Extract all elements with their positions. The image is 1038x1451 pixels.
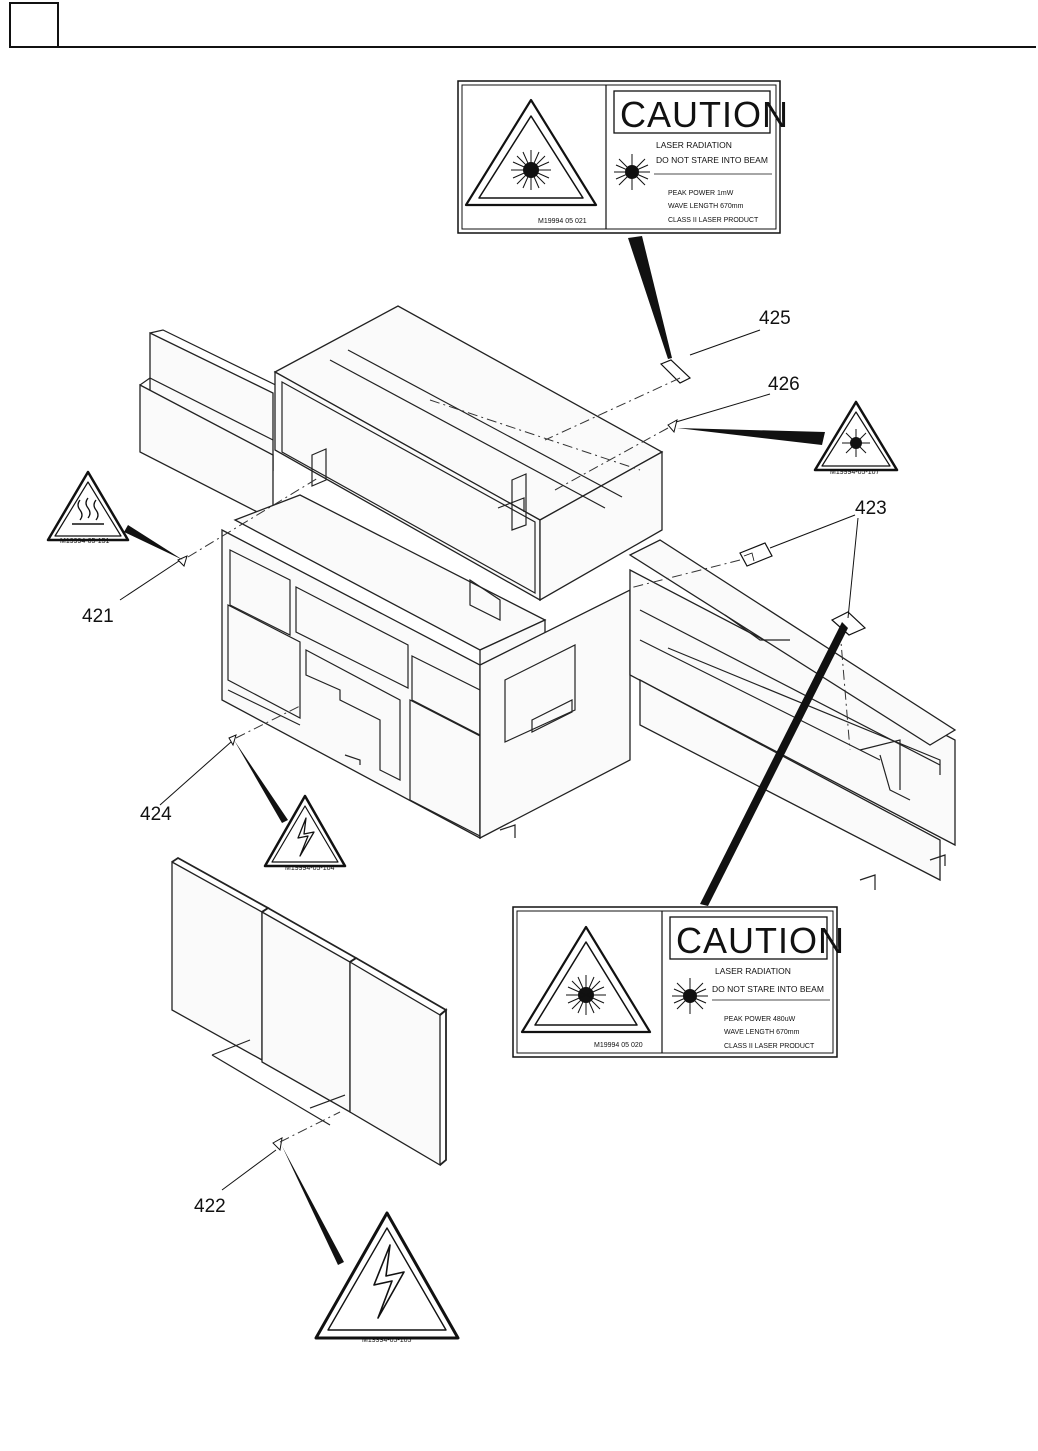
badge-hot-code: M19994-05-151 (60, 538, 110, 545)
label-bottom-line3: PEAK POWER 480uW (724, 1016, 796, 1023)
label-bottom-line5: CLASS II LASER PRODUCT (724, 1043, 815, 1050)
label-top-code: M19994 05 021 (538, 218, 587, 225)
part-424-leader (159, 704, 303, 823)
part-426-triangle (554, 393, 825, 491)
laser-caution-label-bottom: M19994 05 020 CAUTION LASER RADIATION DO… (512, 906, 845, 1058)
label-top-line4: WAVE LENGTH 670mm (668, 203, 744, 210)
label-bottom-caution: CAUTION (676, 920, 845, 961)
front-cover-panels (171, 856, 448, 1265)
callout-426: 426 (768, 374, 800, 395)
hot-surface-badge-icon: M19994-05-151 (46, 470, 130, 545)
part-421-leader (119, 477, 319, 601)
label-bottom-code: M19994 05 020 (594, 1042, 643, 1049)
leader-top-label (628, 236, 672, 359)
callout-421: 421 (82, 606, 114, 627)
electric-shock-badge-small-icon: M19994-05-104 (263, 794, 347, 872)
label-top-line3: PEAK POWER 1mW (668, 190, 734, 197)
label-top-line1: LASER RADIATION (656, 140, 732, 150)
badge-shock-small-code: M19994-05-104 (285, 865, 335, 872)
callout-425: 425 (759, 308, 791, 329)
laser-warning-triangle-icon (464, 98, 598, 207)
part-425-label-patch (544, 329, 761, 441)
laser-warning-triangle-icon (520, 925, 652, 1034)
badge-laser-code: M19994-05-107 (830, 469, 880, 476)
badge-shock-large-code: M19994-05-105 (362, 1337, 412, 1344)
callout-422: 422 (194, 1196, 226, 1217)
label-bottom-line1: LASER RADIATION (715, 966, 791, 976)
label-top-line5: CLASS II LASER PRODUCT (668, 217, 759, 224)
laser-starburst-icon (614, 154, 650, 190)
page-header (9, 2, 1036, 48)
label-top-caution: CAUTION (620, 94, 789, 135)
label-bottom-line2: DO NOT STARE INTO BEAM (712, 984, 824, 994)
machine-body (139, 305, 957, 890)
electric-shock-badge-large-icon: M19994-05-105 (314, 1211, 460, 1344)
callout-423: 423 (855, 498, 887, 519)
label-bottom-line4: WAVE LENGTH 670mm (724, 1029, 800, 1036)
label-top-line2: DO NOT STARE INTO BEAM (656, 155, 768, 165)
laser-caution-label-top: M19994 05 021 CAUTION LASER RADIATION DO… (457, 80, 789, 234)
laser-badge-icon: M19994-05-107 (813, 400, 899, 476)
callout-424: 424 (140, 804, 172, 825)
laser-starburst-icon (672, 978, 708, 1014)
part-423-labels (629, 514, 867, 906)
